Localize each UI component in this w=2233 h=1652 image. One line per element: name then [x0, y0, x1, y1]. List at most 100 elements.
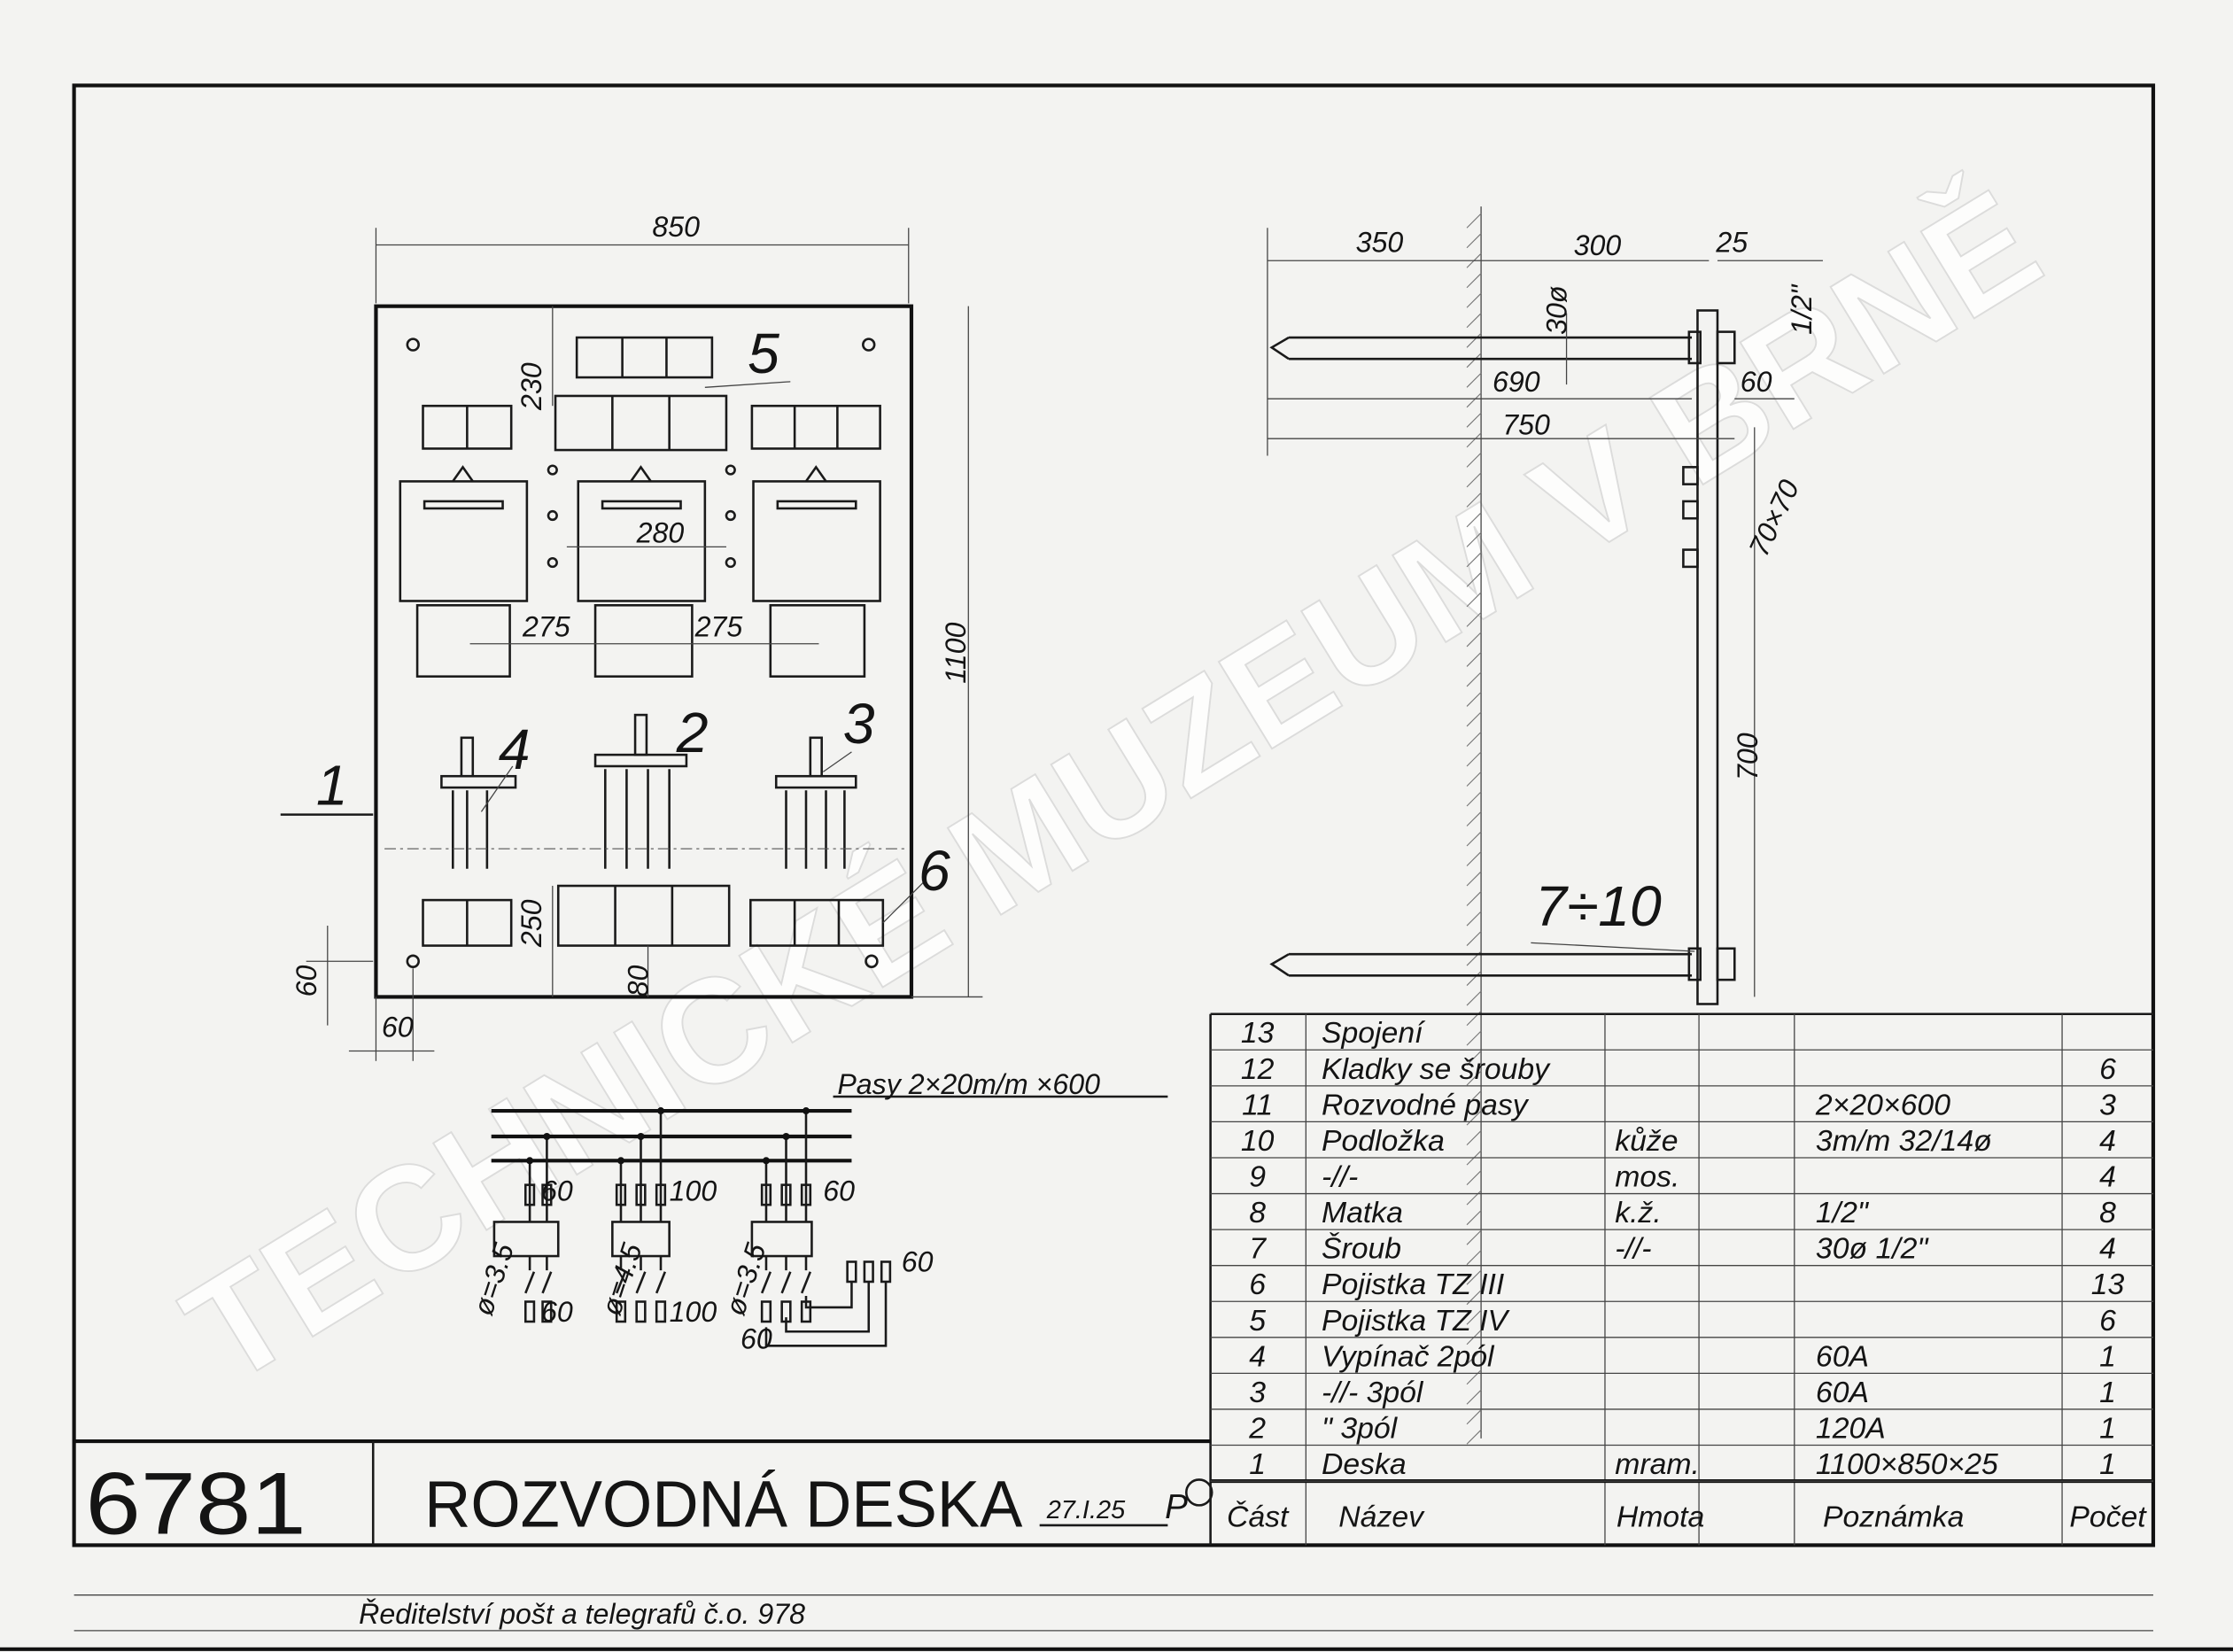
- table-header-cell: Poznámka: [1823, 1501, 1964, 1534]
- table-cell-name: -//-: [1322, 1160, 1358, 1194]
- table-cell-name: Rozvodné pasy: [1322, 1088, 1530, 1121]
- table-cell-name: Pojistka TZ IV: [1322, 1304, 1511, 1338]
- signature: P: [1165, 1488, 1188, 1526]
- table-cell-qty: 3: [2099, 1088, 2116, 1121]
- front-dimension-lines: [280, 228, 983, 1061]
- callout-6: 6: [919, 839, 950, 903]
- dim-bottom-gap: 250: [516, 899, 547, 948]
- callout-5: 5: [748, 322, 779, 385]
- side-view: [1267, 206, 1823, 1445]
- dim-300: 300: [1574, 229, 1622, 261]
- dim-meter-width: 280: [636, 517, 685, 549]
- table-cell-note: 1100×850×25: [1816, 1447, 1998, 1481]
- table-cell-name: Podložka: [1322, 1124, 1445, 1158]
- table-cell-qty: 1: [2099, 1447, 2116, 1481]
- table-cell-part: 8: [1249, 1196, 1266, 1229]
- schem-label-c-bot: 60: [740, 1323, 772, 1355]
- schem-label-c-top: 60: [823, 1175, 855, 1206]
- drawing-date: 27.I.25: [1046, 1496, 1126, 1524]
- table-cell-qty: 4: [2099, 1124, 2116, 1158]
- table-cell-note: 3m/m 32/14ø: [1816, 1124, 1992, 1158]
- dim-690: 690: [1493, 366, 1540, 398]
- table-cell-note: 60A: [1816, 1376, 1869, 1409]
- table-cell-note: 2×20×600: [1815, 1088, 1950, 1121]
- dim-spacing-right: 275: [694, 611, 743, 643]
- schem-label-b-bot: 100: [670, 1296, 717, 1328]
- callout-3: 3: [843, 692, 875, 756]
- table-cell-part: 1: [1249, 1447, 1266, 1481]
- table-cell-qty: 1: [2099, 1376, 2116, 1409]
- table-cell-name: Pojistka TZ III: [1322, 1268, 1504, 1301]
- schematic-title: Pasy 2×20m/m ×600: [837, 1068, 1100, 1100]
- table-cell-name: Šroub: [1322, 1232, 1401, 1266]
- callout-4: 4: [499, 717, 531, 781]
- table-cell-note: 1/2": [1816, 1196, 1870, 1229]
- footer-office: Ředitelství pošt a telegrafů č.o. 978: [359, 1598, 805, 1630]
- table-cell-name: " 3pól: [1322, 1411, 1399, 1445]
- table-cell-qty: 6: [2099, 1304, 2116, 1338]
- drawing-number: 6781: [85, 1455, 306, 1554]
- table-cell-name: Kladky se šrouby: [1322, 1052, 1551, 1086]
- front-view: 850 1100 230 280 275 275 250 80 60 60 1 …: [280, 211, 983, 1061]
- schem-label-a-top: 60: [541, 1175, 573, 1206]
- dim-top-gap: 230: [516, 362, 547, 411]
- schem-label-a-bot: 60: [541, 1296, 573, 1328]
- table-cell-name: Spojení: [1322, 1016, 1426, 1050]
- table-cell-part: 13: [1241, 1016, 1275, 1050]
- dim-60-side: 60: [1741, 366, 1772, 398]
- table-cell-name: -//- 3pól: [1322, 1376, 1424, 1409]
- table-cell-qty: 4: [2099, 1232, 2116, 1266]
- table-header-cell: Část: [1227, 1501, 1290, 1534]
- table-cell-part: 7: [1249, 1232, 1267, 1266]
- dim-25: 25: [1715, 227, 1748, 259]
- dim-350: 350: [1356, 227, 1404, 259]
- table-cell-material: mram.: [1615, 1447, 1700, 1481]
- schem-label-c-side: 60: [902, 1246, 934, 1278]
- table-cell-part: 11: [1242, 1088, 1273, 1121]
- table-header-cell: Hmota: [1617, 1501, 1704, 1534]
- table-cell-part: 5: [1249, 1304, 1266, 1338]
- table-cell-qty: 8: [2099, 1196, 2116, 1229]
- dim-hole-offset-h: 60: [382, 1011, 414, 1043]
- mounting-holes: [406, 337, 879, 968]
- table-cell-note: 60A: [1816, 1339, 1869, 1373]
- table-cell-material: -//-: [1615, 1232, 1651, 1266]
- dim-height: 1100: [940, 622, 972, 683]
- dim-hole-offset-v: 60: [291, 966, 322, 997]
- table-header-cell: Počet: [2069, 1501, 2147, 1534]
- table-header-cell: Název: [1338, 1501, 1425, 1534]
- fuse-blocks-top: [422, 336, 881, 452]
- table-cell-material: mos.: [1615, 1160, 1679, 1194]
- table-cell-name: Vypínač 2pól: [1322, 1339, 1495, 1373]
- table-cell-part: 12: [1241, 1052, 1275, 1086]
- table-cell-part: 2: [1248, 1411, 1266, 1445]
- title-block: [74, 1439, 1213, 1546]
- table-cell-name: Deska: [1322, 1447, 1407, 1481]
- fuse-blocks-bottom: [422, 884, 885, 947]
- dim-spacing-left: 275: [522, 611, 570, 643]
- drawing-border: [0, 83, 2233, 1651]
- dim-bottom-offset: 80: [623, 966, 655, 997]
- table-cell-material: kůže: [1615, 1124, 1678, 1158]
- table-cell-qty: 1: [2099, 1339, 2116, 1373]
- table-cell-name: Matka: [1322, 1196, 1403, 1229]
- table-cell-qty: 1: [2099, 1411, 2116, 1445]
- schem-label-b-top: 100: [670, 1175, 717, 1206]
- dim-rod-diameter: 30ø: [1541, 285, 1573, 334]
- table-cell-part: 3: [1249, 1376, 1266, 1409]
- table-cell-qty: 6: [2099, 1052, 2116, 1086]
- table-cell-note: 30ø 1/2": [1816, 1232, 1929, 1266]
- table-cell-qty: 13: [2091, 1268, 2125, 1301]
- table-cell-qty: 4: [2099, 1160, 2116, 1194]
- table-cell-material: k.ž.: [1615, 1196, 1662, 1229]
- callout-1: 1: [316, 753, 348, 817]
- table-cell-part: 6: [1249, 1268, 1266, 1301]
- dim-700: 700: [1732, 733, 1764, 780]
- callout-2: 2: [676, 701, 709, 764]
- dim-thread: 1/2": [1786, 283, 1818, 335]
- table-cell-part: 10: [1241, 1124, 1275, 1158]
- wiring-schematic: [491, 1095, 1168, 1347]
- callout-7-10: 7÷10: [1535, 874, 1662, 938]
- table-cell-part: 9: [1249, 1160, 1266, 1194]
